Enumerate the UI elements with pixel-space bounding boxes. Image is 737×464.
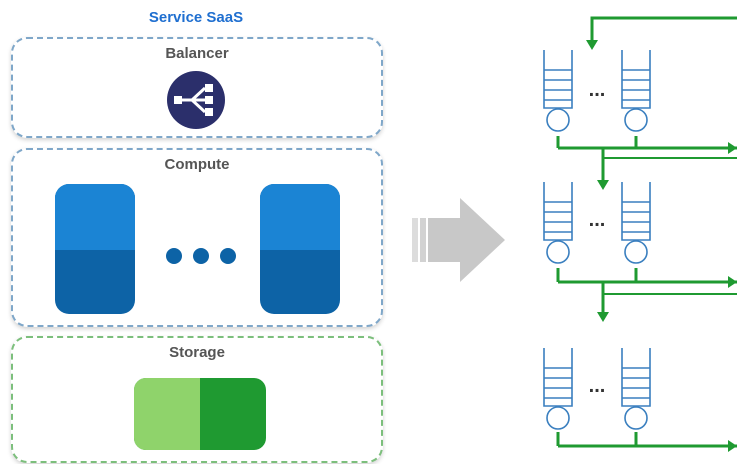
queue-right bbox=[621, 182, 651, 264]
compute-ellipsis bbox=[166, 248, 236, 264]
queue-left bbox=[543, 348, 573, 430]
service-saas-title: Service SaaS bbox=[148, 9, 244, 26]
flow-arrowheads bbox=[586, 40, 737, 452]
storage-block bbox=[134, 378, 266, 450]
queue-group-2 bbox=[543, 182, 651, 264]
load-balancer-icon bbox=[167, 71, 225, 129]
queue-right bbox=[621, 50, 651, 132]
queue-ellipsis-1: ... bbox=[589, 79, 606, 101]
compute-label: Compute bbox=[164, 156, 230, 173]
queue-group-1 bbox=[543, 50, 651, 132]
transition-arrow bbox=[412, 198, 505, 282]
flow-lines bbox=[556, 16, 737, 448]
queue-left bbox=[543, 50, 573, 132]
compute-server-left bbox=[55, 184, 135, 314]
compute-server-right bbox=[260, 184, 340, 314]
queue-ellipsis-3: ... bbox=[589, 375, 606, 397]
storage-label: Storage bbox=[169, 344, 225, 361]
queue-right bbox=[621, 348, 651, 430]
queue-left bbox=[543, 182, 573, 264]
balancer-label: Balancer bbox=[165, 45, 229, 62]
queue-group-3 bbox=[543, 348, 651, 430]
queue-ellipsis-2: ... bbox=[589, 209, 606, 231]
